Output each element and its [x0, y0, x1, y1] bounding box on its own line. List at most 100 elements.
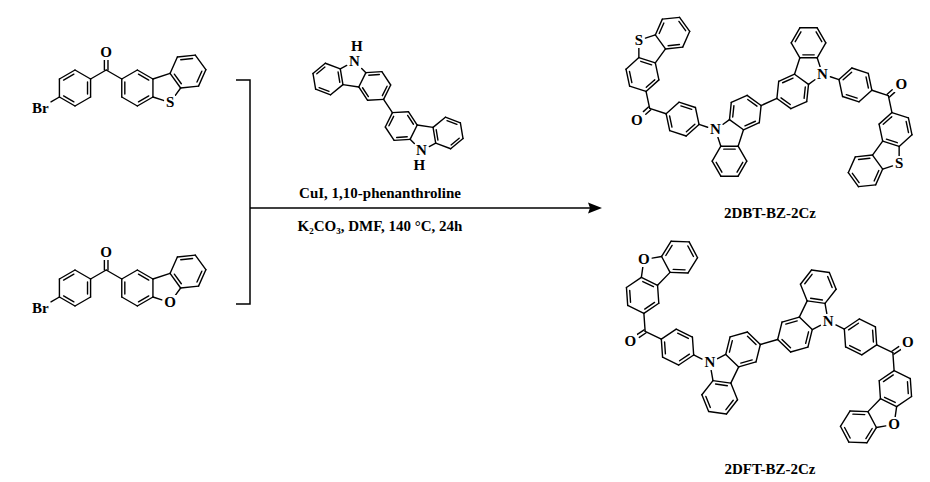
bond [910, 379, 911, 397]
bond [75, 270, 91, 279]
aromatic-bond [645, 302, 655, 309]
atom-label: S [165, 95, 175, 110]
bond [195, 255, 206, 270]
aromatic-bond [87, 282, 88, 294]
aromatic-bond [850, 346, 861, 351]
aromatic-bond [670, 116, 672, 127]
aromatic-bond [846, 95, 857, 99]
bond [862, 345, 877, 355]
aromatic-bond [907, 382, 909, 394]
aromatic-bond [733, 106, 734, 117]
bond [153, 97, 164, 100]
aromatic-bond [397, 136, 408, 138]
bond [366, 71, 382, 73]
bond [658, 285, 659, 303]
aromatic-bond [874, 171, 879, 181]
bond [650, 108, 666, 113]
bond [408, 112, 417, 125]
bond [451, 139, 463, 149]
bond [692, 337, 693, 355]
aromatic-bond [688, 246, 694, 256]
atom-label: O [163, 295, 177, 310]
bond [800, 27, 817, 28]
aromatic-bond [680, 354, 690, 361]
bond [839, 68, 852, 80]
bond [702, 395, 709, 412]
bond [873, 141, 883, 155]
bond [662, 256, 670, 272]
reagent-text: CuI, 1,10-phenanthroline [299, 185, 461, 202]
aromatic-bond [748, 99, 757, 106]
bond [153, 73, 170, 79]
bond [460, 123, 463, 139]
bond [106, 70, 122, 79]
aromatic-bond [859, 158, 870, 159]
bond [756, 344, 760, 361]
bond [709, 411, 727, 414]
bond [738, 130, 743, 146]
aromatic-bond [666, 245, 672, 255]
bond [729, 120, 743, 130]
aromatic-bond [849, 323, 859, 330]
bond [726, 354, 739, 367]
aromatic-bond [629, 71, 631, 82]
bond [394, 139, 410, 141]
bond [872, 90, 888, 95]
bond [731, 95, 747, 102]
aromatic-bond [828, 277, 832, 288]
atom-label: H [350, 39, 364, 54]
aromatic-bond [197, 271, 202, 282]
bond [644, 303, 659, 313]
bond [368, 99, 384, 101]
bond [362, 69, 366, 73]
bond [688, 258, 698, 273]
double-bond [890, 92, 895, 97]
bond [670, 272, 688, 274]
aromatic-bond [124, 282, 125, 294]
bond [850, 410, 868, 412]
bond [325, 63, 340, 69]
bond [731, 383, 738, 400]
aromatic-bond [138, 96, 148, 102]
bond [800, 57, 817, 58]
aromatic-bond [853, 413, 865, 415]
aromatic-bond [716, 162, 722, 172]
aromatic-bond [363, 88, 369, 97]
aromatic-bond [64, 296, 74, 302]
aromatic-bond [872, 330, 874, 342]
bond [800, 270, 811, 284]
aromatic-bond [338, 72, 340, 82]
bond [791, 43, 800, 58]
double-bond [643, 107, 648, 112]
atom-label: O [623, 334, 637, 349]
reaction-arrow [250, 207, 590, 209]
bond [170, 273, 181, 288]
bond [410, 139, 414, 143]
bond [839, 80, 843, 97]
bond [646, 91, 650, 108]
bond [859, 319, 875, 327]
bond [879, 124, 883, 141]
bond [410, 125, 417, 139]
bond [359, 73, 366, 87]
bond [384, 99, 393, 112]
double-bond [107, 60, 108, 71]
aromatic-bond [786, 321, 797, 324]
bond [433, 117, 445, 127]
bond [778, 322, 782, 339]
bond [671, 241, 689, 243]
bond [876, 426, 885, 428]
aromatic-bond [783, 78, 793, 83]
bond [799, 317, 812, 330]
aromatic-bond [804, 87, 805, 98]
bond [795, 58, 800, 74]
bond [883, 166, 893, 169]
bond [51, 97, 59, 102]
bond [695, 107, 699, 124]
bond [807, 301, 825, 304]
bond [726, 400, 737, 414]
aromatic-bond [138, 274, 148, 280]
aromatic-bond [886, 139, 897, 143]
